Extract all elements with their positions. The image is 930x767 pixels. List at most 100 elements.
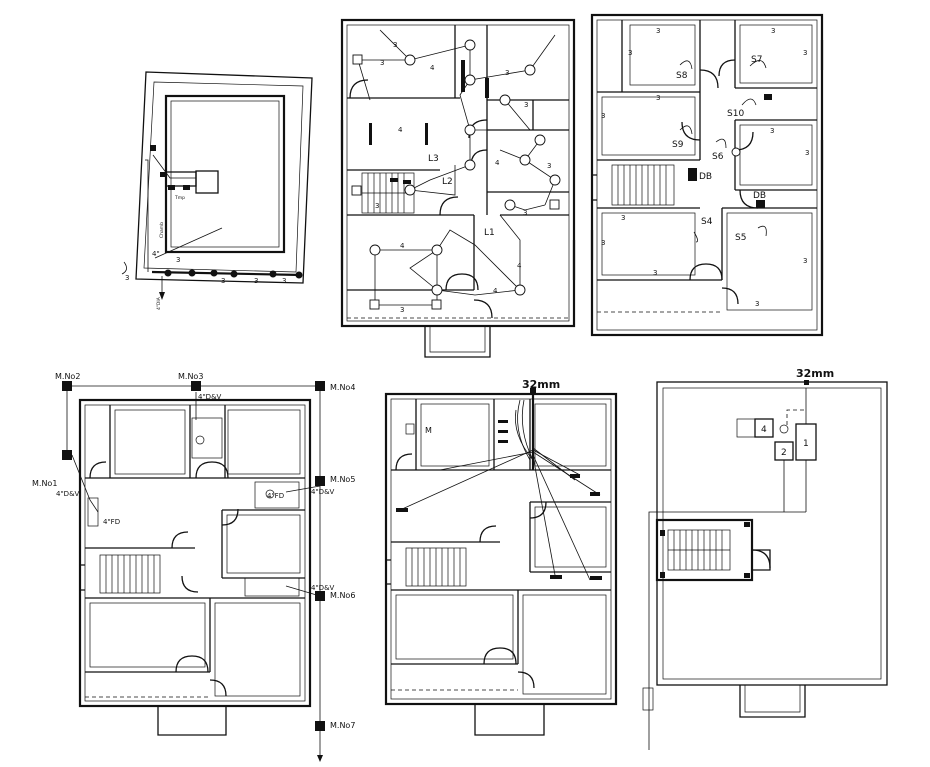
- plan-door: [721, 287, 739, 305]
- circuit-label: 3: [393, 41, 397, 49]
- riser-top: [530, 388, 536, 394]
- fan-point: [352, 54, 363, 65]
- wire-label: 4: [495, 159, 500, 167]
- site-arc: [121, 261, 127, 275]
- plan-door: [739, 189, 759, 209]
- room-inner: [395, 594, 514, 660]
- wire-label: 4: [400, 242, 405, 250]
- site-manhole: [164, 269, 172, 277]
- tap-point: [396, 508, 408, 512]
- circuit-label: 3: [524, 101, 528, 109]
- switch-arc: [749, 60, 767, 69]
- terrace-inner: [662, 387, 882, 680]
- water-pipe: [399, 449, 534, 511]
- terrace-porch: [739, 685, 806, 718]
- circuit-label: 3: [628, 49, 632, 57]
- plan-door: [681, 121, 701, 141]
- pipe-label: 4"D&V: [311, 584, 335, 592]
- plan-balcony: [79, 564, 85, 591]
- room-inner: [227, 409, 301, 475]
- toilet-room: [191, 417, 223, 459]
- plan-door: [479, 525, 497, 543]
- meter-box: [405, 423, 415, 435]
- plan-balcony: [591, 174, 597, 201]
- switch-arc: [741, 98, 757, 106]
- tank-label-1: 1: [803, 439, 809, 449]
- circuit-label: 3: [653, 269, 657, 277]
- site-marker: [160, 172, 165, 177]
- light-point: [464, 39, 476, 51]
- light-point: [534, 134, 546, 146]
- distribution-board: [756, 200, 765, 208]
- pipe-label: 4"D&V: [311, 488, 335, 496]
- switch-point: [731, 147, 741, 157]
- site-manhole: [295, 271, 303, 279]
- floor-drain-label: 4"FD: [103, 518, 120, 526]
- plan-door: [349, 79, 369, 99]
- site-drain-line: [154, 227, 223, 259]
- site-drain-line: [145, 159, 149, 272]
- manhole-m1: [62, 450, 72, 460]
- drain-pipe: [71, 454, 99, 513]
- plan-staircase: [99, 554, 161, 594]
- plan-door: [89, 461, 107, 479]
- water-pipe: [532, 455, 556, 576]
- plan-door: [751, 549, 771, 569]
- meter-box: [642, 687, 654, 711]
- manhole-label-m7: M.No7: [330, 721, 355, 730]
- plan-door: [209, 679, 227, 697]
- circuit-label: 3: [601, 239, 605, 247]
- circuit-label: 3: [755, 300, 759, 308]
- switch-arc: [715, 138, 727, 149]
- fan-point: [351, 185, 362, 196]
- manhole-label-m3: M.No3: [178, 372, 203, 381]
- light-point: [369, 244, 381, 256]
- room-inner: [114, 409, 186, 475]
- site-manhole: [230, 270, 238, 278]
- site-marker: [168, 185, 175, 190]
- kitchen-sink: [87, 497, 99, 527]
- manhole-label-m1: M.No1: [32, 479, 57, 488]
- circuit-label: 3: [375, 202, 379, 210]
- switch-label-s4: S4: [701, 217, 713, 227]
- wire-label: 4: [398, 126, 403, 134]
- electrical-wire: [409, 165, 456, 196]
- switch-board: [403, 180, 411, 184]
- switch-label-s8: S8: [676, 71, 688, 81]
- tank-plan-header: 32mm: [796, 367, 834, 380]
- manhole-m5: [315, 476, 325, 486]
- site-boundary: [135, 71, 313, 284]
- water-pipe: [439, 451, 534, 471]
- manhole-m6: [315, 591, 325, 601]
- meter-label: M: [425, 426, 432, 435]
- light-point: [514, 284, 526, 296]
- plan-balcony: [385, 559, 391, 585]
- site-manhole: [188, 269, 196, 277]
- light-point: [549, 174, 561, 186]
- light-point: [431, 284, 443, 296]
- cabin-column: [660, 530, 665, 536]
- electrical-wire: [374, 249, 438, 306]
- light-label-l2: L2: [442, 177, 453, 187]
- circuit-label: 3: [770, 127, 774, 135]
- plan-door: [699, 69, 719, 89]
- plan-staircase: [405, 547, 467, 587]
- drainage-plan: M.No2 M.No3 M.No4 M.No1 M.No5 M.No6 M.No…: [32, 372, 355, 762]
- tank-label-2: 2: [781, 448, 787, 458]
- site-bottom-label: 4"DIA: [156, 296, 162, 310]
- tank-4: [754, 418, 774, 438]
- plan-door: [195, 461, 229, 479]
- plan-column: [425, 123, 428, 145]
- water-supply-plan: 32mm M: [384, 378, 618, 736]
- cabin-column: [744, 573, 750, 578]
- plan-front-porch: [474, 704, 545, 736]
- plan-outer-wall: [78, 398, 312, 708]
- plan-outer-wall: [340, 18, 576, 328]
- pump-icon: [779, 424, 789, 434]
- plan-door: [734, 131, 754, 151]
- tank-label-4: 4: [761, 425, 767, 435]
- light-point: [504, 199, 516, 211]
- plan-door: [483, 647, 517, 665]
- room-inner: [726, 212, 813, 311]
